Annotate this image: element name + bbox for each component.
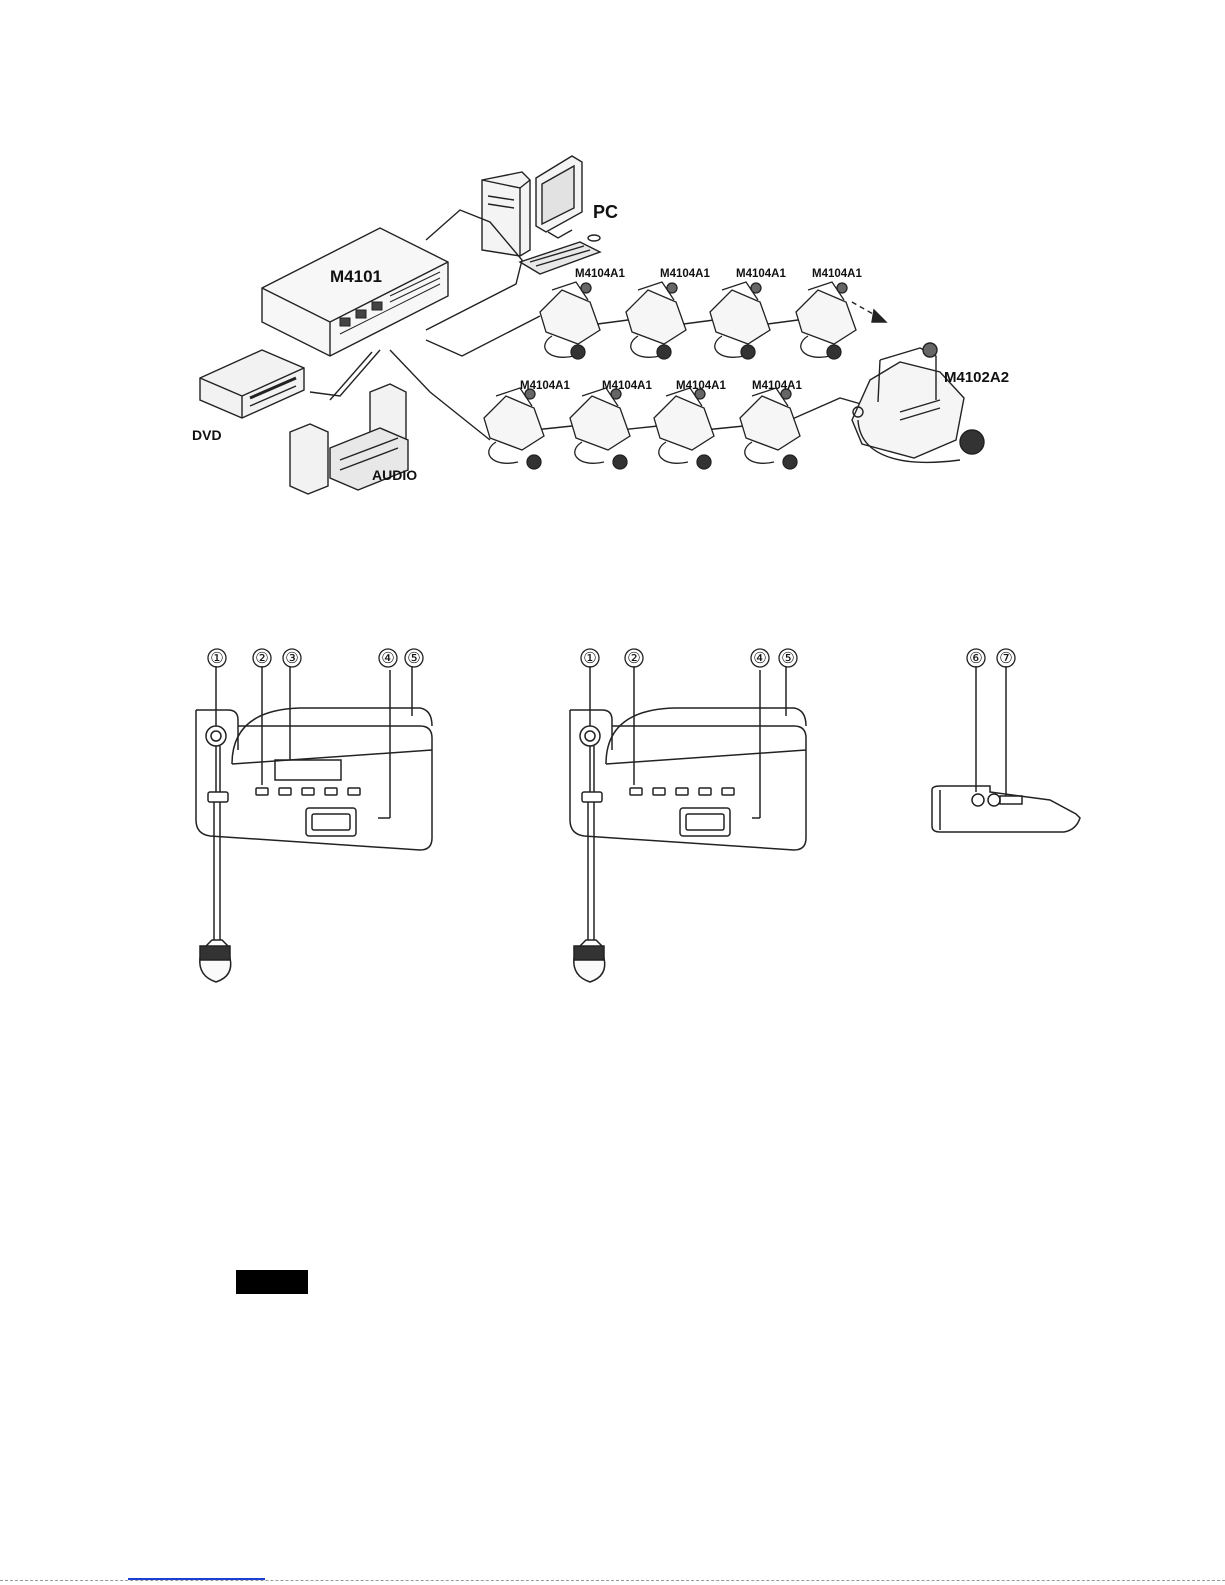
label-m4104a1-bottom-4: M4104A1: [752, 380, 802, 392]
m4101-host-icon: [262, 228, 448, 356]
label-m4104a1-bottom-2: M4104A1: [602, 380, 652, 392]
monitor-icon: [536, 156, 582, 238]
footer-link-underline[interactable]: [128, 1578, 265, 1580]
system-connection-diagram: PC M4101 DVD AUDIO M4102A2 M4104A1 M4104…: [0, 0, 1225, 520]
label-pc: PC: [593, 202, 618, 222]
delegate-unit-top-3: [710, 282, 770, 359]
callout-2: ②: [627, 649, 640, 667]
pc-tower-icon: [482, 172, 530, 256]
callout-5: ⑤: [407, 649, 420, 667]
side-view: [932, 666, 1080, 832]
callout-7: ⑦: [999, 649, 1012, 667]
label-m4104a1-bottom-1: M4104A1: [520, 380, 570, 392]
label-m4104a1-top-2: M4104A1: [660, 268, 710, 280]
callout-1: ①: [583, 649, 596, 667]
delegate-front-view: [570, 666, 806, 982]
chairman-unit-icon: [852, 343, 984, 462]
unit-views-svg: ① ② ③ ④ ⑤ ①: [0, 640, 1225, 1000]
delegate-front-callouts: ① ② ④ ⑤: [581, 649, 797, 667]
chairman-front-callouts: ① ② ③ ④ ⑤: [208, 649, 423, 667]
delegate-unit-top-4: [796, 282, 856, 359]
redaction-block: [236, 1270, 308, 1294]
label-m4101: M4101: [330, 267, 382, 286]
callout-4: ④: [753, 649, 766, 667]
chairman-front-view: [196, 666, 432, 982]
callout-6: ⑥: [969, 649, 982, 667]
callout-4: ④: [381, 649, 394, 667]
label-m4104a1-top-1: M4104A1: [575, 268, 625, 280]
footer-rule: [0, 1580, 1225, 1581]
label-audio: AUDIO: [372, 467, 417, 483]
delegate-unit-top-2: [626, 282, 686, 359]
unit-views: ① ② ③ ④ ⑤ ①: [0, 640, 1225, 1000]
callout-2: ②: [255, 649, 268, 667]
delegate-unit-top-1: [540, 282, 600, 359]
side-callouts: ⑥ ⑦: [967, 649, 1015, 667]
delegate-unit-bottom-4: [740, 388, 800, 469]
delegate-unit-bottom-3: [654, 388, 714, 469]
dvd-player-icon: [200, 350, 304, 418]
label-dvd: DVD: [192, 427, 222, 443]
callout-3: ③: [285, 649, 298, 667]
label-m4104a1-bottom-3: M4104A1: [676, 380, 726, 392]
label-m4104a1-top-3: M4104A1: [736, 268, 786, 280]
label-m4104a1-top-4: M4104A1: [812, 268, 862, 280]
delegate-unit-bottom-2: [570, 388, 630, 469]
callout-5: ⑤: [781, 649, 794, 667]
callout-1: ①: [210, 649, 223, 667]
delegate-unit-bottom-1: [484, 388, 544, 469]
label-m4102a2: M4102A2: [944, 369, 1009, 386]
system-diagram-svg: PC M4101 DVD AUDIO M4102A2 M4104A1 M4104…: [0, 0, 1225, 520]
